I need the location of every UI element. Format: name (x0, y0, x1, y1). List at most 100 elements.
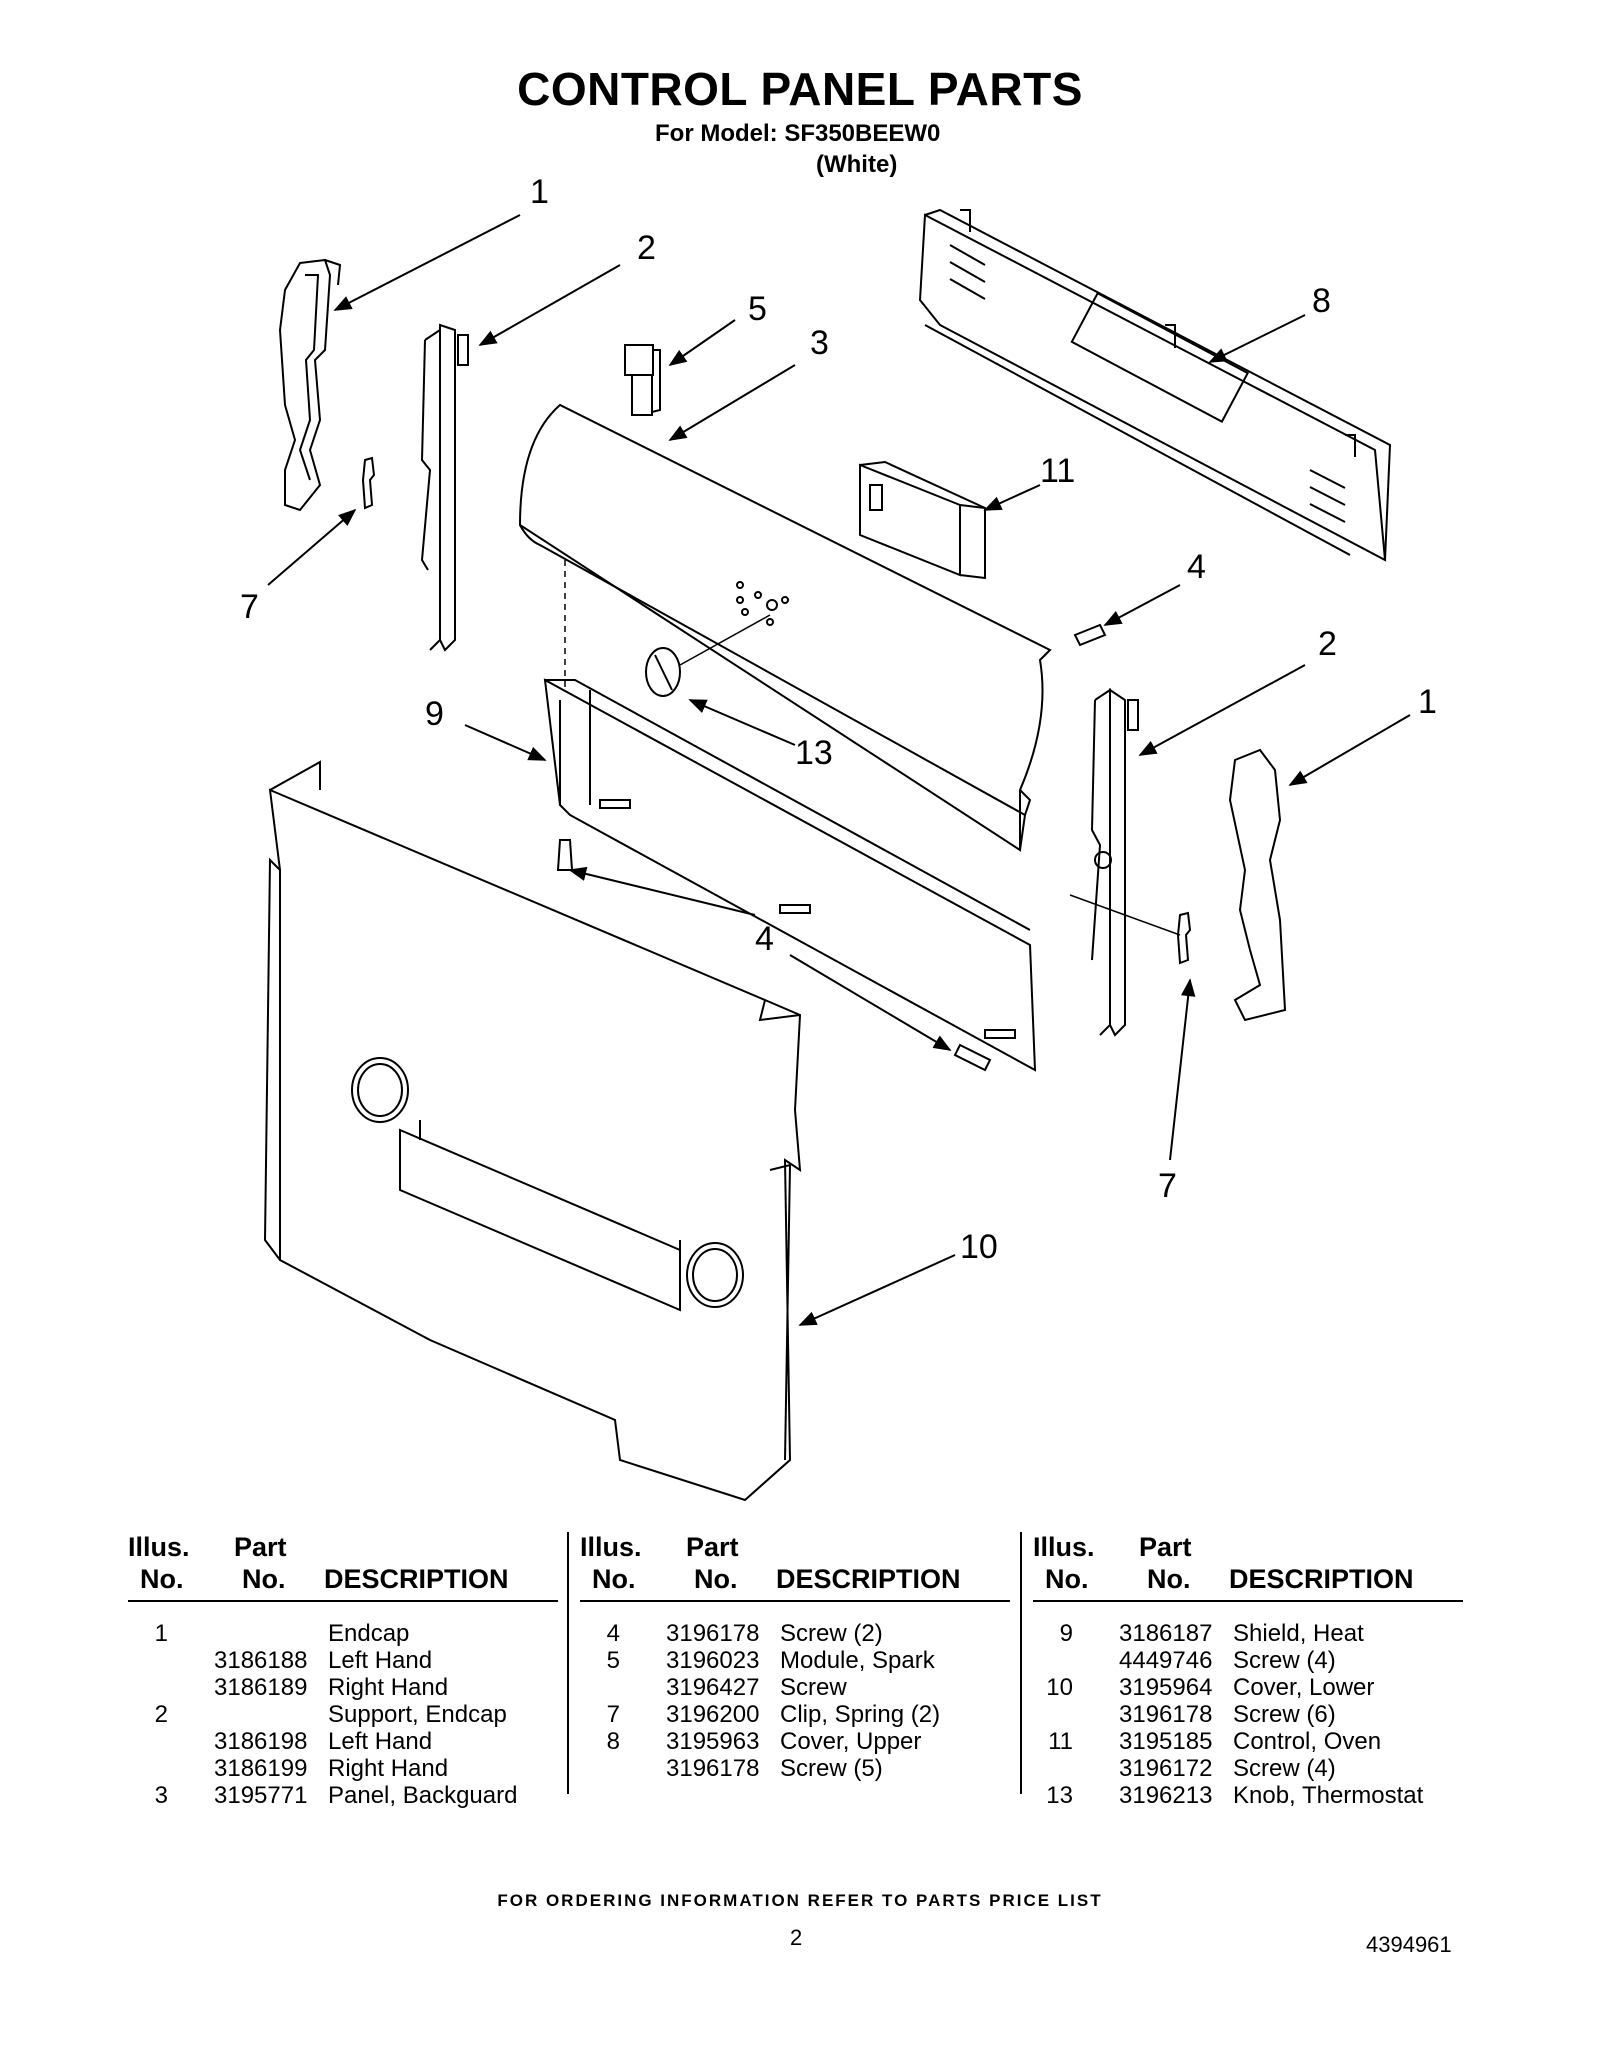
color-line: (White) (816, 151, 898, 178)
illus-number: 1 (154, 1620, 168, 1647)
header-illus-no: No. (140, 1564, 184, 1594)
part-number: 3196178 (666, 1620, 760, 1647)
part-description: Screw (5) (780, 1755, 883, 1782)
part-number: 4449746 (1119, 1647, 1213, 1674)
spring-clip-right-part (1176, 911, 1192, 965)
page-title: CONTROL PANEL PARTS (517, 63, 1083, 115)
callout-2-right: 2 (1318, 625, 1337, 663)
header-part-no: No. (242, 1564, 286, 1594)
callout-1: 1 (530, 173, 549, 211)
parts-row: 10 3195964 Cover, Lower (1033, 1674, 1463, 1701)
part-description: Screw (4) (1233, 1755, 1336, 1782)
callout-11: 11 (1040, 452, 1075, 490)
part-description: Right Hand (328, 1674, 449, 1701)
part-number: 3186187 (1119, 1620, 1213, 1647)
part-description: Right Hand (328, 1755, 449, 1782)
upper-cover-part (918, 208, 1392, 562)
parts-row: 9 3186187 Shield, Heat (1033, 1620, 1463, 1647)
thermostat-knob-part (645, 647, 681, 697)
parts-row: 7 3196200 Clip, Spring (2) (580, 1701, 1010, 1728)
part-number: 3186188 (214, 1647, 308, 1674)
lower-cover-part (263, 760, 802, 1502)
header-illus-no: No. (1045, 1564, 1089, 1594)
callout-7: 7 (240, 588, 259, 626)
part-number: 3196200 (666, 1701, 760, 1728)
page-number: 2 (790, 1925, 803, 1950)
part-description: Knob, Thermostat (1233, 1782, 1424, 1809)
part-number: 3196178 (666, 1755, 760, 1782)
support-endcap-left-part (420, 323, 469, 652)
part-description: Support, Endcap (328, 1701, 507, 1728)
callout-4: 4 (1187, 548, 1206, 586)
part-number: 3196427 (666, 1674, 760, 1701)
header-part: Part (234, 1532, 287, 1562)
column-divider (567, 1532, 569, 1794)
parts-row: 13 3196213 Knob, Thermostat (1033, 1782, 1463, 1809)
header-illus: Illus. (1033, 1532, 1095, 1562)
illus-number: 10 (1046, 1674, 1073, 1701)
part-number: 3196213 (1119, 1782, 1213, 1809)
callout-9: 9 (425, 695, 444, 733)
parts-row: 3186189 Right Hand (128, 1674, 558, 1701)
illus-number: 7 (606, 1701, 620, 1728)
callout-7-right: 7 (1158, 1167, 1177, 1205)
part-description: Cover, Lower (1233, 1674, 1375, 1701)
part-number: 3195964 (1119, 1674, 1213, 1701)
screw-part (556, 623, 1107, 1072)
callout-4-lower: 4 (755, 920, 774, 958)
callout-2: 2 (637, 229, 656, 267)
parts-table-header: Illus. No. Part No. DESCRIPTION (580, 1532, 1010, 1602)
ordering-info-footer: FOR ORDERING INFORMATION REFER TO PARTS … (497, 1891, 1103, 1910)
illus-number: 13 (1046, 1782, 1073, 1809)
callout-5: 5 (748, 290, 767, 328)
oven-control-part (859, 460, 986, 580)
header-part-no: No. (694, 1564, 738, 1594)
parts-row: 2 Support, Endcap (128, 1701, 558, 1728)
parts-list-column-3: Illus. No. Part No. DESCRIPTION 9 3186187… (1033, 1532, 1463, 1809)
support-endcap-right-part (1090, 688, 1139, 1037)
illus-number: 2 (154, 1701, 168, 1728)
parts-row: 8 3195963 Cover, Upper (580, 1728, 1010, 1755)
header-description: DESCRIPTION (776, 1564, 961, 1594)
callout-1-right: 1 (1418, 683, 1437, 721)
callout-10: 10 (960, 1228, 998, 1266)
parts-row: 4449746 Screw (4) (1033, 1647, 1463, 1674)
endcap-right-part (1228, 748, 1287, 1022)
callout-8: 8 (1312, 282, 1331, 320)
part-description: Cover, Upper (780, 1728, 922, 1755)
spark-module-part (624, 344, 661, 416)
part-description: Screw (6) (1233, 1701, 1336, 1728)
illus-number: 11 (1048, 1728, 1073, 1755)
endcap-left-part (278, 258, 342, 512)
backguard-panel-part (518, 403, 1052, 852)
part-description: Shield, Heat (1233, 1620, 1364, 1647)
illus-number: 8 (606, 1728, 620, 1755)
illus-number: 9 (1059, 1620, 1073, 1647)
part-description: Screw (4) (1233, 1647, 1336, 1674)
part-number: 3196172 (1119, 1755, 1213, 1782)
header-illus: Illus. (580, 1532, 642, 1562)
part-number: 3195185 (1119, 1728, 1213, 1755)
spring-clip-left-part (361, 456, 376, 510)
document-number: 4394961 (1366, 1932, 1452, 1957)
header-illus: Illus. (128, 1532, 190, 1562)
parts-table-header: Illus. No. Part No. DESCRIPTION (1033, 1532, 1463, 1602)
callout-13: 13 (795, 734, 833, 772)
part-number: 3186189 (214, 1674, 308, 1701)
exploded-parts-diagram: 1 2 5 3 8 11 4 7 2 1 9 13 4 7 10 (240, 173, 1437, 1502)
part-number: 3195771 (214, 1782, 308, 1809)
part-number: 3195963 (666, 1728, 760, 1755)
header-part: Part (1139, 1532, 1192, 1562)
part-description: Left Hand (328, 1647, 433, 1674)
part-description: Clip, Spring (2) (780, 1701, 941, 1728)
